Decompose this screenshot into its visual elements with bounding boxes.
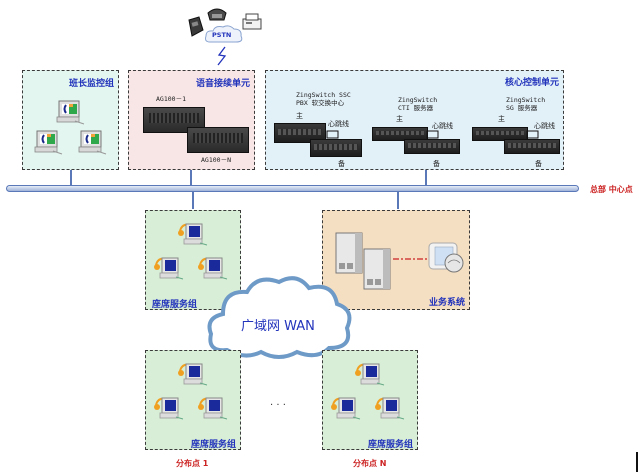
- ssc-heartbeat-label: 心跳线: [328, 120, 349, 128]
- voice-unit-title: 语音接续单元: [195, 79, 250, 89]
- agent-workstation-icon: [178, 363, 208, 386]
- core-unit-box: 核心控制单元 ZingSwitch SSC PBX 软交换中心 主 心跳线 备 …: [265, 70, 564, 170]
- sg-primary-label: 主: [498, 115, 505, 123]
- page-edge-marker: [636, 452, 638, 472]
- branch-1-group-title: 座席服务组: [190, 440, 236, 450]
- branch-n-group-title: 座席服务组: [367, 440, 413, 450]
- application-server-icon: [363, 248, 391, 290]
- cti-heartbeat-link: [426, 130, 439, 139]
- agent-workstation-icon: [198, 257, 228, 280]
- business-system-title: 业务系统: [428, 298, 465, 308]
- fax-icon: [242, 13, 262, 30]
- core-unit-title: 核心控制单元: [504, 78, 559, 88]
- ssc-backup-server: [310, 139, 362, 157]
- cti-backup-server: [404, 139, 460, 154]
- business-system-box: 业务系统: [322, 210, 470, 310]
- link-bus-to-business: [397, 191, 399, 209]
- lightning-link-icon: [217, 46, 227, 66]
- business-link-dashed: [393, 258, 433, 260]
- agent-workstation-icon: [178, 223, 208, 246]
- link-voice-to-bus: [190, 170, 192, 186]
- monitor-group-box: 班长监控组: [22, 70, 119, 170]
- sg-backup-label: 备: [535, 160, 542, 168]
- gateway-device-ag100-n: [187, 127, 249, 153]
- ssc-primary-label: 主: [296, 112, 303, 120]
- sg-name-line1: ZingSwitch: [506, 96, 546, 104]
- device-label-ag100-n: AG100－N: [201, 156, 231, 164]
- supervisor-workstation-icon: [78, 130, 107, 155]
- ssc-name-line1: ZingSwitch SSC: [296, 91, 351, 99]
- sg-name-line2: SG 服务器: [506, 104, 538, 112]
- ssc-heartbeat-link: [326, 130, 339, 139]
- desk-phone-icon: [207, 8, 227, 21]
- voice-unit-box: 语音接续单元 AG100－1 AG100－N: [128, 70, 255, 170]
- cti-name-line2: CTI 服务器: [398, 104, 434, 112]
- agent-workstation-icon: [375, 397, 405, 420]
- sg-backup-server: [504, 139, 560, 154]
- sg-primary-server: [472, 127, 528, 141]
- cti-heartbeat-label: 心跳线: [432, 122, 453, 130]
- agent-workstation-icon: [154, 397, 184, 420]
- branch-n-label: 分布点 N: [353, 459, 387, 468]
- ellipsis: · · ·: [270, 400, 286, 411]
- link-monitor-to-bus: [70, 170, 72, 186]
- hq-backbone-bus: [6, 185, 579, 192]
- pstn-cloud: [205, 25, 243, 43]
- branch-1-label: 分布点 1: [176, 459, 209, 468]
- cti-name-line1: ZingSwitch: [398, 96, 438, 104]
- hq-agent-group-box: 座席服务组: [145, 210, 241, 310]
- ssc-primary-server: [274, 123, 326, 143]
- mobile-phone-icon: [188, 16, 204, 37]
- supervisor-workstation-icon: [56, 100, 85, 125]
- database-server-icon: [335, 232, 363, 274]
- link-bus-to-agents: [192, 191, 194, 209]
- storage-device-icon: [428, 242, 464, 273]
- sg-heartbeat-label: 心跳线: [534, 122, 555, 130]
- monitor-group-title: 班长监控组: [68, 79, 114, 89]
- pstn-area: PSTN: [178, 2, 268, 66]
- agent-workstation-icon: [331, 397, 361, 420]
- agent-workstation-icon: [198, 397, 228, 420]
- ssc-name-line2: PBX 软交换中心: [296, 99, 345, 107]
- device-label-ag100-1: AG100－1: [156, 95, 186, 103]
- branch-n-agent-box: 座席服务组: [322, 350, 418, 450]
- agent-workstation-icon: [154, 257, 184, 280]
- cti-backup-label: 备: [433, 160, 440, 168]
- supervisor-workstation-icon: [34, 130, 63, 155]
- agent-workstation-icon: [355, 363, 385, 386]
- pstn-label: PSTN: [212, 31, 232, 39]
- branch-1-agent-box: 座席服务组: [145, 350, 241, 450]
- hq-agent-group-title: 座席服务组: [152, 300, 198, 310]
- sg-heartbeat-link: [526, 130, 539, 139]
- link-core-to-bus: [425, 170, 427, 186]
- ssc-backup-label: 备: [338, 160, 345, 168]
- cti-primary-label: 主: [396, 115, 403, 123]
- hq-label: 总部 中心点: [590, 185, 633, 194]
- wan-label: 广域网 WAN: [241, 319, 315, 334]
- wan-cloud: [207, 276, 352, 359]
